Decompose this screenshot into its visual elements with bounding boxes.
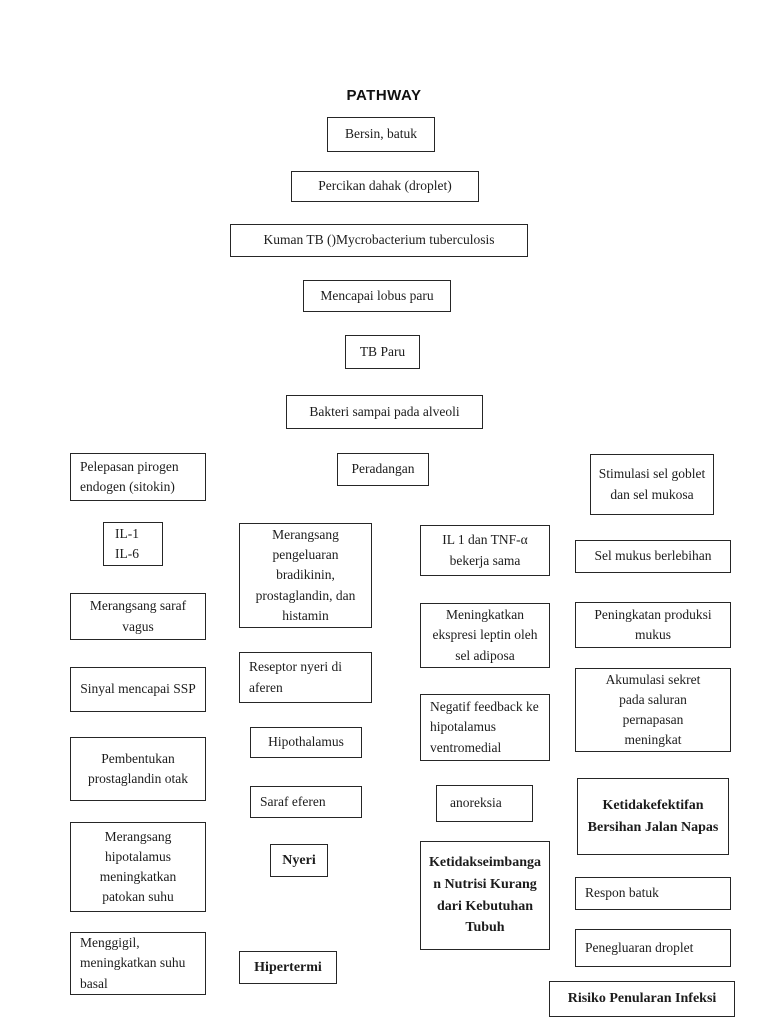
node-kuman-tb: Kuman TB ()Mycrobacterium tuberculosis bbox=[230, 224, 528, 257]
node-bersin-batuk: Bersin, batuk bbox=[327, 117, 435, 152]
node-ekspresi-leptin: Meningkatkan ekspresi leptin oleh sel ad… bbox=[420, 603, 550, 668]
node-ketidakseimbangan-nutrisi: Ketidakseimbangan Nutrisi Kurang dari Ke… bbox=[420, 841, 550, 950]
page-title: PATHWAY bbox=[346, 87, 422, 104]
node-saraf-eferen: Saraf eferen bbox=[250, 786, 362, 818]
node-negatif-feedback: Negatif feedback ke hipotalamus ventrome… bbox=[420, 694, 550, 761]
node-merangsang-saraf-vagus: Merangsang saraf vagus bbox=[70, 593, 206, 640]
node-il-1-il-6: IL-1 IL-6 bbox=[103, 522, 163, 566]
node-peningkatan-produksi-mukus: Peningkatan produksi mukus bbox=[575, 602, 731, 648]
node-merangsang-pengeluaran: Merangsang pengeluaran bradikinin, prost… bbox=[239, 523, 372, 628]
node-risiko-penularan-infeksi: Risiko Penularan Infeksi bbox=[549, 981, 735, 1017]
node-menggigil: Menggigil, meningkatkan suhu basal bbox=[70, 932, 206, 995]
node-akumulasi-sekret: Akumulasi sekret pada saluran pernapasan… bbox=[575, 668, 731, 752]
node-nyeri: Nyeri bbox=[270, 844, 328, 877]
node-merangsang-hipotalamus: Merangsang hipotalamus meningkatkan pato… bbox=[70, 822, 206, 912]
node-tb-paru: TB Paru bbox=[345, 335, 420, 369]
node-percikan-dahak: Percikan dahak (droplet) bbox=[291, 171, 479, 202]
node-stimulasi-sel-goblet: Stimulasi sel goblet dan sel mukosa bbox=[590, 454, 714, 515]
node-sinyal-mencapai-ssp: Sinyal mencapai SSP bbox=[70, 667, 206, 712]
node-pelepasan-pirogen: Pelepasan pirogen endogen (sitokin) bbox=[70, 453, 206, 501]
node-sel-mukus-berlebihan: Sel mukus berlebihan bbox=[575, 540, 731, 573]
node-mencapai-lobus-paru: Mencapai lobus paru bbox=[303, 280, 451, 312]
node-penegluaran-droplet: Penegluaran droplet bbox=[575, 929, 731, 967]
node-peradangan: Peradangan bbox=[337, 453, 429, 486]
node-hipertermi: Hipertermi bbox=[239, 951, 337, 984]
node-bakteri-alveoli: Bakteri sampai pada alveoli bbox=[286, 395, 483, 429]
node-reseptor-nyeri-aferen: Reseptor nyeri di aferen bbox=[239, 652, 372, 703]
node-ketidakefektifan-bersihan-jalan-napas: Ketidakefektifan Bersihan Jalan Napas bbox=[577, 778, 729, 855]
node-respon-batuk: Respon batuk bbox=[575, 877, 731, 910]
node-pembentukan-prostaglandin-otak: Pembentukan prostaglandin otak bbox=[70, 737, 206, 801]
node-il1-tnf-alpha: IL 1 dan TNF-α bekerja sama bbox=[420, 525, 550, 576]
node-hipothalamus: Hipothalamus bbox=[250, 727, 362, 758]
node-anoreksia: anoreksia bbox=[436, 785, 533, 822]
